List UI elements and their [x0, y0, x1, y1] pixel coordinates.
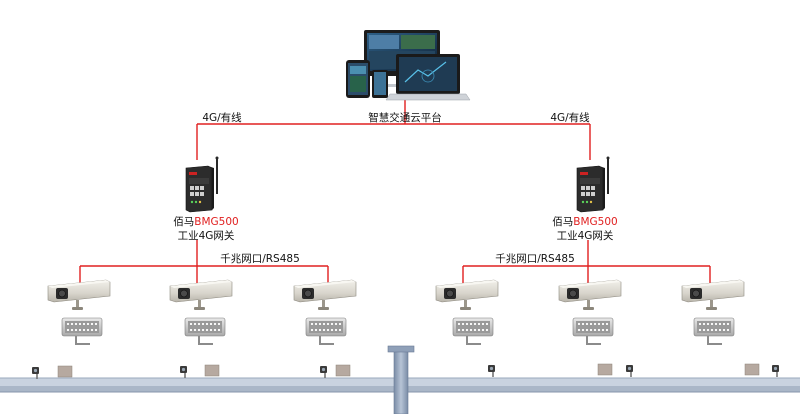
camera-group-left — [47, 279, 357, 345]
roadside-cabinet-icon — [204, 364, 220, 377]
led-fill-light-icon — [693, 317, 735, 345]
camera-group-right — [435, 279, 745, 345]
gateway-right: 佰马BMG500 工业4G网关 — [552, 155, 618, 242]
roadside-camera-icon — [625, 364, 634, 378]
roadside-cabinet-icon — [744, 363, 760, 376]
gateway-name: 佰马BMG500 — [173, 215, 238, 228]
gateway-desc: 工业4G网关 — [557, 229, 614, 242]
roadside-camera-icon — [179, 365, 188, 379]
roadside-camera-icon — [319, 365, 328, 379]
gateway-brand: 佰马 — [552, 215, 573, 228]
led-fill-light-icon — [61, 317, 103, 345]
led-fill-light-icon — [184, 317, 226, 345]
industrial-router-icon — [185, 155, 220, 213]
roadside-camera-icon — [771, 364, 780, 378]
led-fill-light-icon — [452, 317, 494, 345]
roadside-camera-icon — [31, 366, 40, 380]
roadside-cabinet-icon — [57, 365, 73, 378]
uplink-right-label: 4G/有线 — [550, 111, 590, 124]
gantry-pole-icon — [387, 345, 415, 414]
camera-link-right-label: 千兆网口/RS485 — [495, 253, 575, 265]
uplink-left-label: 4G/有线 — [202, 111, 242, 124]
surveillance-camera-icon — [681, 279, 745, 311]
roadside-camera-icon — [487, 364, 496, 378]
roadside-cabinet-icon — [597, 363, 613, 376]
surveillance-camera-icon — [435, 279, 499, 311]
surveillance-camera-icon — [293, 279, 357, 311]
gateway-brand: 佰马 — [173, 215, 194, 228]
camera-link-left-label: 千兆网口/RS485 — [220, 253, 300, 265]
industrial-router-icon — [576, 155, 611, 213]
platform-label: 智慧交通云平台 — [368, 111, 442, 124]
gateway-model: BMG500 — [194, 216, 238, 228]
monitor-laptop-tablet-icon — [346, 30, 471, 101]
link-lines — [79, 100, 711, 284]
led-fill-light-icon — [305, 317, 347, 345]
gateway-model: BMG500 — [573, 216, 617, 228]
surveillance-camera-icon — [558, 279, 622, 311]
gateway-desc: 工业4G网关 — [178, 229, 235, 242]
roadside-cabinet-icon — [335, 364, 351, 377]
led-fill-light-icon — [572, 317, 614, 345]
surveillance-camera-icon — [169, 279, 233, 311]
gateway-name: 佰马BMG500 — [552, 215, 617, 228]
surveillance-camera-icon — [47, 279, 111, 311]
gateway-left: 佰马BMG500 工业4G网关 — [173, 155, 239, 242]
